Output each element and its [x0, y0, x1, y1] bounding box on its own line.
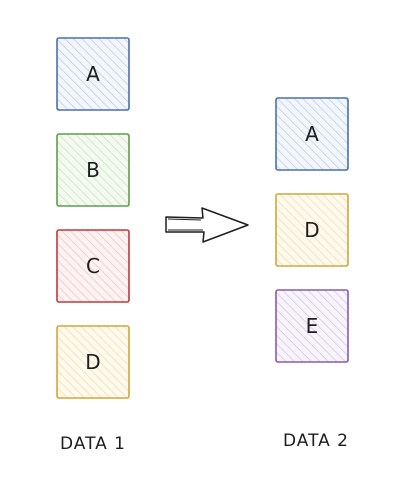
left-box-1: A — [56, 37, 130, 111]
left-box-4-label: D — [85, 350, 100, 374]
right-column-label: DATA 2 — [283, 431, 349, 451]
left-box-2-label: B — [86, 158, 100, 182]
left-box-1-shape — [56, 37, 130, 111]
left-box-2: B — [56, 133, 130, 207]
right-box-2-label: D — [304, 218, 319, 242]
arrow-sketch-line — [167, 218, 203, 231]
left-box-1-label: A — [86, 62, 100, 86]
right-box-3-shape — [275, 289, 349, 363]
right-arrow-icon — [165, 207, 249, 243]
left-box-3-label: C — [86, 254, 100, 278]
right-box-3-label: E — [306, 314, 319, 338]
left-box-3: C — [56, 229, 130, 303]
left-box-2-shape — [56, 133, 130, 207]
left-column-label: DATA 1 — [60, 434, 126, 454]
right-box-2: D — [275, 193, 349, 267]
right-box-1-shape — [275, 97, 349, 171]
left-box-3-shape — [56, 229, 130, 303]
arrow-outline — [165, 207, 249, 243]
left-box-4: D — [56, 325, 130, 399]
right-box-1: A — [275, 97, 349, 171]
right-box-2-shape — [275, 193, 349, 267]
right-box-3: E — [275, 289, 349, 363]
right-box-1-label: A — [305, 122, 319, 146]
left-box-4-shape — [56, 325, 130, 399]
